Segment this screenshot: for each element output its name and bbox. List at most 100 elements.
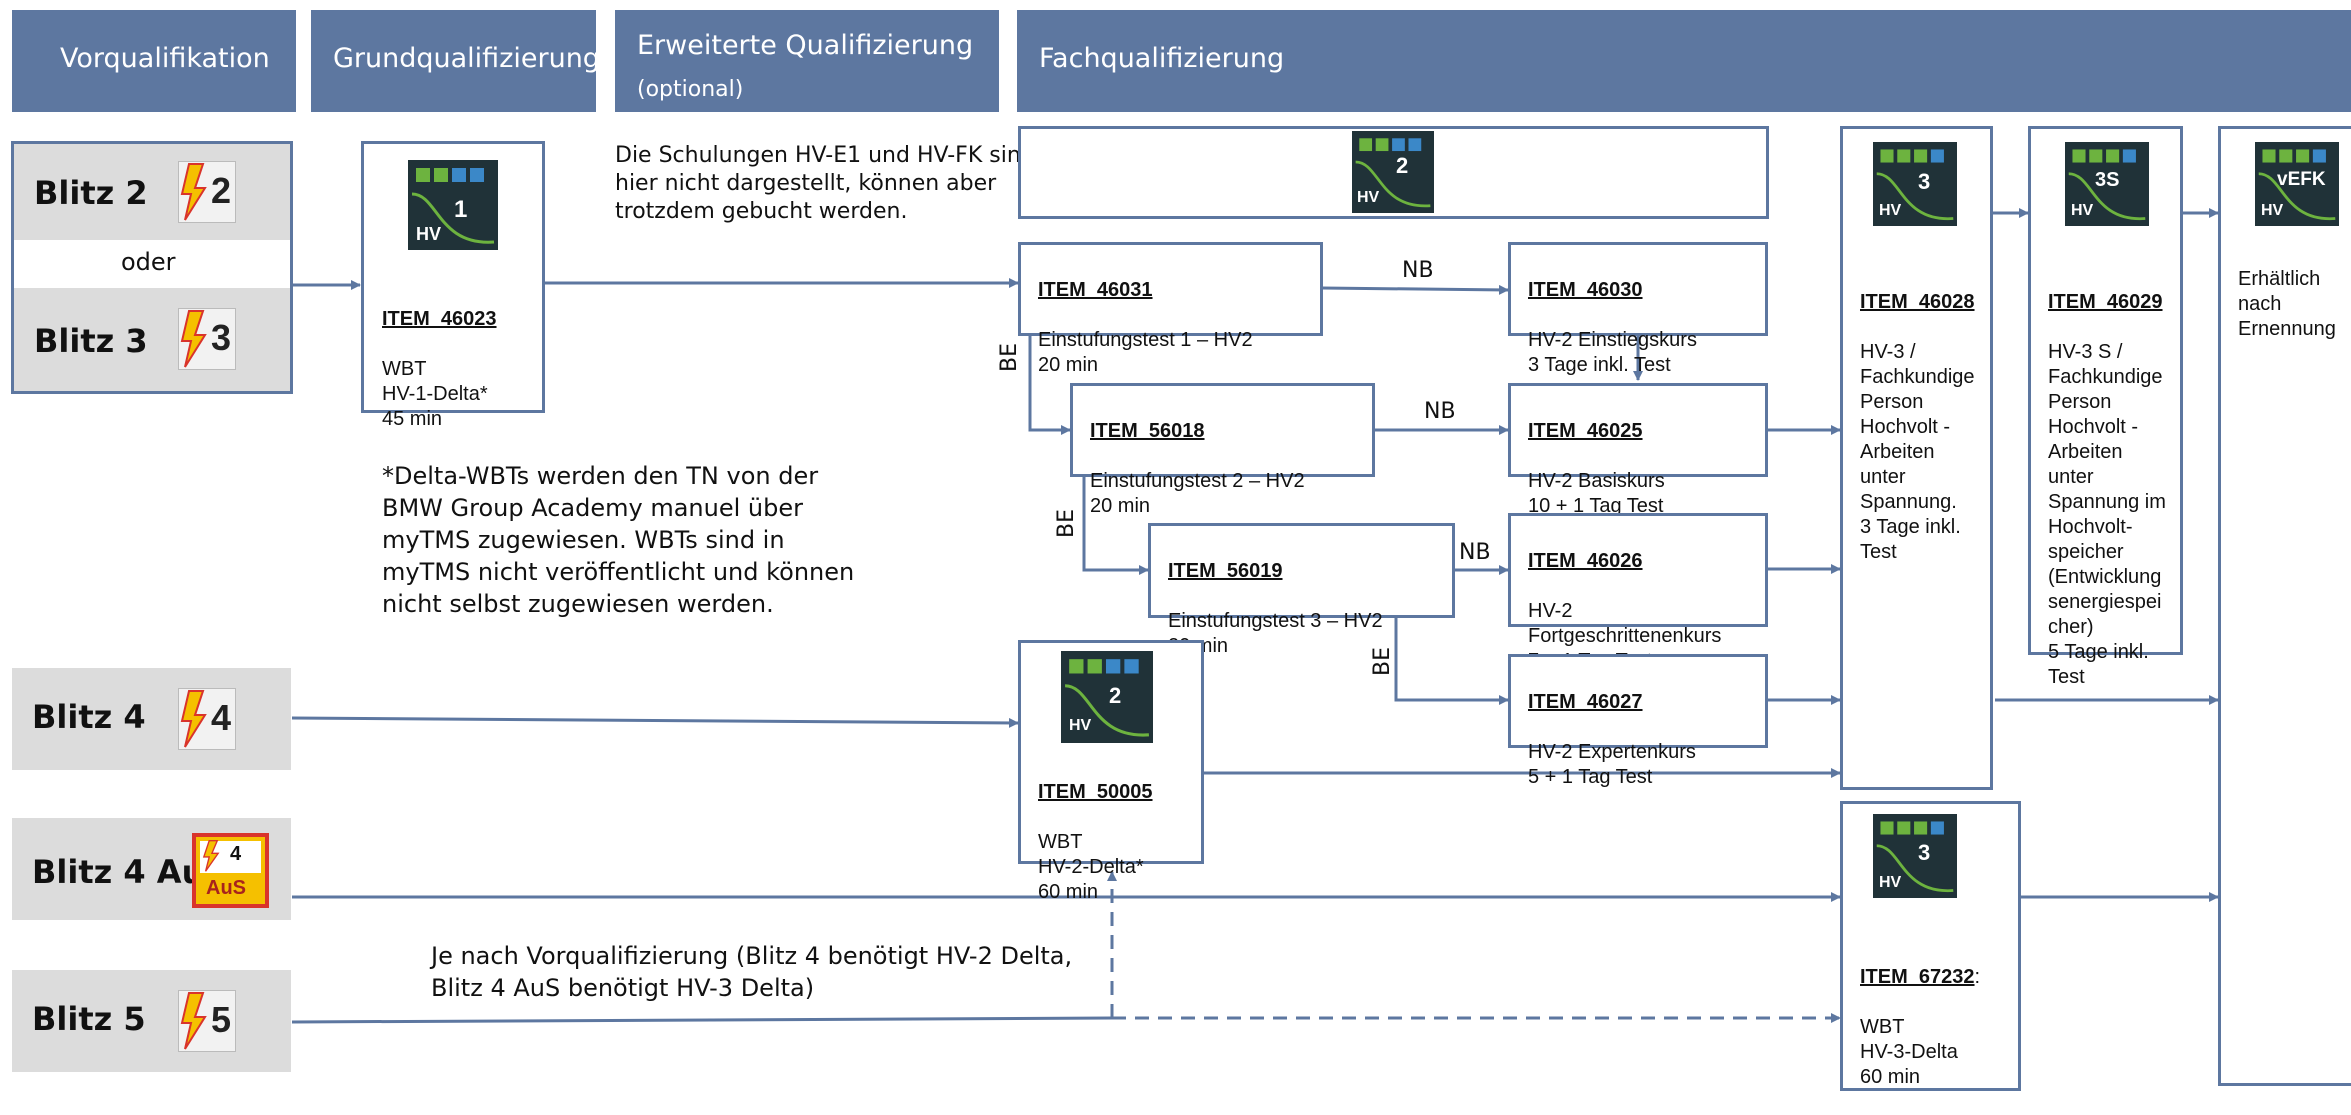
vefk-box: vEFK HV Erhältlich nach Ernennung: [2218, 126, 2351, 1086]
hv2-top-icon-hv: HV: [1357, 189, 1380, 206]
arrow-blitz4-to-50005: [291, 716, 1019, 728]
item-67232-box[interactable]: 3 HV ITEM_67232: WBT HV-3-Delta 60 min: [1840, 801, 2021, 1091]
arrow-46031-to-56018: [1028, 335, 1071, 435]
hv2-top-box: 2 HV: [1018, 126, 1769, 219]
blitz-3-label: Blitz 3: [34, 322, 148, 360]
item-50005-box[interactable]: 2 HV ITEM_50005 WBT HV-2-Delta* 60 min: [1018, 640, 1204, 903]
blitz-4-label: Blitz 4: [32, 698, 146, 736]
hv2-delta-icon: [1061, 651, 1153, 743]
blitz-5-badge: 5: [178, 990, 236, 1052]
blitz-5-number: 5: [210, 999, 231, 1040]
nb-label-3: NB: [1459, 540, 1491, 565]
item-50005-text: WBT HV-2-Delta* 60 min: [1038, 831, 1144, 903]
vefk-icon: [2255, 142, 2339, 226]
item-46023-id[interactable]: ITEM_46023: [382, 308, 497, 330]
lightning-icon: [180, 690, 207, 748]
hv3-icon-hv: HV: [1879, 202, 1902, 219]
hv3s-icon: [2065, 142, 2149, 226]
item-46027-box[interactable]: ITEM_46027 HV-2 Expertenkurs 5 + 1 Tag T…: [1508, 654, 1768, 788]
be-label-2: BE: [1054, 509, 1079, 538]
item-50005-id[interactable]: ITEM_50005: [1038, 781, 1153, 803]
vefk-icon-hv: HV: [2261, 202, 2284, 219]
nb-label-1: NB: [1402, 258, 1434, 283]
item-46023-box[interactable]: 1 HV ITEM_46023 WBT HV-1-Delta* 45 min: [361, 141, 545, 430]
vefk-icon-label: vEFK: [2277, 169, 2326, 190]
item-46028-text: HV-3 / Fachkundige Person Hochvolt - Arb…: [1860, 341, 1975, 563]
blitz-2-badge: 2: [178, 161, 236, 223]
item-67232-id[interactable]: ITEM_67232: [1860, 966, 1975, 988]
item-46030-id[interactable]: ITEM_46030: [1528, 279, 1643, 301]
item-46031-box[interactable]: ITEM_46031 Einstufungstest 1 – HV2 20 mi…: [1018, 242, 1323, 376]
item-56018-text: Einstufungstest 2 – HV2 20 min: [1090, 470, 1305, 517]
item-46026-id[interactable]: ITEM_46026: [1528, 550, 1643, 572]
item-67232-colon: :: [1974, 966, 1981, 988]
item-46027-text: HV-2 Expertenkurs 5 + 1 Tag Test: [1528, 741, 1696, 788]
header-vorqualifikation-label: Vorqualifikation: [60, 43, 270, 74]
blitz-4-aus-number: 4: [230, 843, 242, 865]
hv1-icon-number: 1: [454, 196, 468, 223]
lightning-icon: [202, 840, 220, 872]
blitz-3-number: 3: [210, 317, 231, 358]
hv3-icon: [1873, 142, 1957, 226]
header-grundqualifizierung-label: Grundqualifizierung: [333, 43, 600, 74]
blitz-4-row: Blitz 4 4: [12, 668, 291, 770]
item-46031-text: Einstufungstest 1 – HV2 20 min: [1038, 329, 1253, 376]
arrow-46031-to-46030: [1321, 284, 1509, 295]
blitz-3-row: Blitz 3 3: [14, 288, 290, 391]
hv3-delta-icon-hv: HV: [1879, 874, 1902, 891]
blitz-5-label: Blitz 5: [32, 1000, 146, 1038]
item-46025-id[interactable]: ITEM_46025: [1528, 420, 1643, 442]
hv3-delta-icon-number: 3: [1918, 840, 1931, 865]
hv3s-icon-hv: HV: [2071, 202, 2094, 219]
header-fachqualifizierung: Fachqualifizierung: [1017, 10, 2351, 112]
item-56018-box[interactable]: ITEM_56018 Einstufungstest 2 – HV2 20 mi…: [1070, 383, 1375, 517]
lightning-icon: [180, 163, 207, 221]
hv1-icon: [408, 160, 498, 250]
blitz-2-number: 2: [210, 170, 231, 211]
blitz-3-badge: 3: [178, 308, 236, 370]
item-46031-id[interactable]: ITEM_46031: [1038, 279, 1153, 301]
hv2-top-icon-number: 2: [1396, 153, 1409, 178]
blitz-2-row: Blitz 2 2: [14, 144, 290, 240]
blitz-4-badge: 4: [178, 688, 236, 750]
arrow-56019-to-46027: [1394, 617, 1509, 705]
item-56019-box[interactable]: ITEM_56019 Einstufungstest 3 – HV2 20 mi…: [1148, 523, 1455, 657]
item-46029-id[interactable]: ITEM_46029: [2048, 291, 2163, 313]
header-fachqualifizierung-label: Fachqualifizierung: [1039, 43, 1285, 74]
item-46025-box[interactable]: ITEM_46025 HV-2 Basiskurs 10 + 1 Tag Tes…: [1508, 383, 1768, 517]
item-46028-id[interactable]: ITEM_46028: [1860, 291, 1975, 313]
line-blitz5: [291, 1016, 1113, 1024]
item-56018-id[interactable]: ITEM_56018: [1090, 420, 1205, 442]
lightning-icon: [180, 992, 207, 1050]
oder-label: oder: [121, 248, 176, 276]
blitz-4-aus-row: Blitz 4 AuS 4 AuS: [12, 818, 291, 920]
header-erweiterte-label: Erweiterte Qualifizierung: [637, 30, 974, 61]
item-46030-box[interactable]: ITEM_46030 HV-2 Einstiegskurs 3 Tage ink…: [1508, 242, 1768, 376]
flow-connectors: [291, 208, 2219, 1024]
header-erweiterte: Erweiterte Qualifizierung (optional): [615, 10, 999, 112]
be-label-1: BE: [997, 343, 1022, 372]
hv3-icon-number: 3: [1918, 169, 1931, 194]
blitz-4-number: 4: [210, 697, 231, 738]
be-label-3: BE: [1370, 647, 1395, 676]
item-46029-box[interactable]: 3S HV ITEM_46029 HV-3 S / Fachkundige Pe…: [2028, 126, 2183, 688]
item-46027-id[interactable]: ITEM_46027: [1528, 691, 1643, 713]
optional-note: Die Schulungen HV-E1 und HV-FK sind hier…: [615, 143, 1035, 224]
item-67232-text: WBT HV-3-Delta 60 min: [1860, 1016, 1958, 1088]
delta-note: *Delta-WBTs werden den TN von der BMW Gr…: [382, 462, 855, 618]
item-46028-box[interactable]: 3 HV ITEM_46028 HV-3 / Fachkundige Perso…: [1840, 126, 1993, 790]
item-46026-box[interactable]: ITEM_46026 HV-2 Fortgeschrittenenkurs 7 …: [1508, 513, 1768, 672]
arrow-56018-to-56019: [1082, 476, 1149, 575]
nb-label-2: NB: [1424, 399, 1456, 424]
item-46023-text: WBT HV-1-Delta* 45 min: [382, 358, 488, 430]
vefk-text: Erhältlich nach Ernennung: [2238, 268, 2336, 340]
header-grundqualifizierung: Grundqualifizierung: [311, 10, 600, 112]
item-46030-text: HV-2 Einstiegskurs 3 Tage inkl. Test: [1528, 329, 1697, 376]
blitz-4-aus-badge: 4 AuS: [192, 833, 269, 908]
hv2-top-icon: [1352, 131, 1434, 213]
hv3s-icon-number: 3S: [2095, 169, 2120, 191]
blitz-2-label: Blitz 2: [34, 174, 148, 212]
item-56019-id[interactable]: ITEM_56019: [1168, 560, 1283, 582]
je-nach-note: Je nach Vorqualifizierung (Blitz 4 benöt…: [431, 942, 1073, 1002]
hv1-icon-hv: HV: [416, 224, 442, 244]
